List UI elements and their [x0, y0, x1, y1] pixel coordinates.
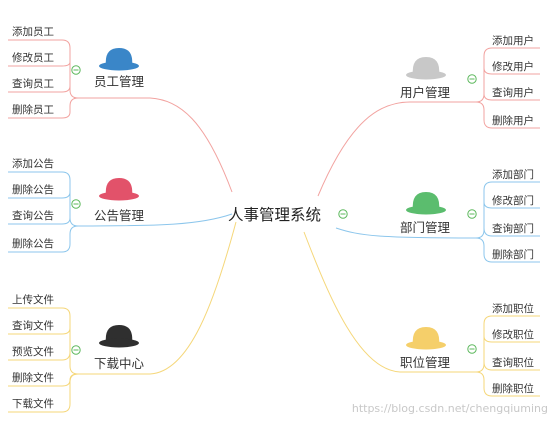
user-connectors — [317, 47, 540, 197]
leaf-item[interactable]: 修改职位 — [492, 328, 534, 341]
user-hat-icon — [406, 57, 446, 80]
leaf-item[interactable]: 删除用户 — [492, 114, 534, 127]
leaf-item[interactable]: 查询员工 — [12, 77, 54, 90]
root-node[interactable]: 人事管理系统 — [228, 206, 321, 224]
leaf-item[interactable]: 查询职位 — [492, 356, 534, 369]
download-hat-icon — [99, 325, 139, 348]
employee-items: 添加员工 修改员工 查询员工 删除员工 — [12, 25, 54, 116]
branch-user[interactable]: 用户管理 — [400, 85, 451, 100]
position-connectors — [303, 231, 540, 397]
leaf-item[interactable]: 删除员工 — [12, 103, 54, 116]
leaf-item[interactable]: 添加用户 — [492, 34, 534, 47]
leaf-item[interactable]: 删除部门 — [492, 248, 534, 261]
connector-lines — [8, 39, 540, 413]
watermark: https://blog.csdn.net/chengqiuming — [352, 402, 548, 415]
download-connectors — [8, 221, 237, 413]
user-items: 添加用户 修改用户 查询用户 删除用户 — [492, 34, 534, 127]
leaf-item[interactable]: 删除公告 — [12, 183, 54, 196]
branch-dept[interactable]: 部门管理 — [400, 220, 451, 235]
branch-employee[interactable]: 员工管理 — [94, 74, 145, 89]
leaf-item[interactable]: 添加部门 — [492, 168, 534, 181]
dept-hat-icon — [406, 192, 446, 215]
branch-download[interactable]: 下载中心 — [94, 356, 145, 371]
leaf-item[interactable]: 修改员工 — [12, 51, 54, 64]
dept-collapse-icon[interactable] — [467, 209, 477, 219]
position-items: 添加职位 修改职位 查询职位 删除职位 — [492, 302, 534, 395]
leaf-item[interactable]: 修改用户 — [492, 60, 534, 73]
notice-hat-icon — [99, 178, 139, 201]
leaf-item[interactable]: 删除文件 — [12, 371, 54, 384]
leaf-item[interactable]: 查询部门 — [492, 222, 534, 235]
dept-connectors — [335, 181, 540, 263]
dept-items: 添加部门 修改部门 查询部门 删除部门 — [492, 168, 534, 261]
notice-connectors — [8, 171, 233, 253]
notice-collapse-icon[interactable] — [71, 199, 81, 209]
leaf-item[interactable]: 上传文件 — [12, 293, 54, 306]
user-collapse-icon[interactable] — [467, 74, 477, 84]
branch-notice[interactable]: 公告管理 — [94, 208, 145, 223]
download-items: 上传文件 查询文件 预览文件 删除文件 下载文件 — [12, 293, 54, 410]
employee-hat-icon — [99, 48, 139, 71]
notice-items: 添加公告 删除公告 查询公告 删除公告 — [12, 157, 54, 250]
employee-connectors — [8, 39, 233, 193]
position-hat-icon — [406, 327, 446, 350]
leaf-item[interactable]: 添加员工 — [12, 25, 54, 38]
leaf-item[interactable]: 预览文件 — [12, 345, 54, 358]
employee-collapse-icon[interactable] — [71, 65, 81, 75]
leaf-item[interactable]: 添加公告 — [12, 157, 54, 170]
leaf-item[interactable]: 修改部门 — [492, 194, 534, 207]
download-collapse-icon[interactable] — [71, 345, 81, 355]
collapse-toggles — [71, 65, 477, 355]
leaf-item[interactable]: 删除职位 — [492, 382, 534, 395]
branch-position[interactable]: 职位管理 — [400, 355, 451, 370]
leaf-item[interactable]: 查询用户 — [492, 86, 534, 99]
leaf-item[interactable]: 查询文件 — [12, 319, 54, 332]
leaf-item[interactable]: 删除公告 — [12, 237, 54, 250]
leaf-item[interactable]: 添加职位 — [492, 302, 534, 315]
root-collapse-icon[interactable] — [338, 209, 348, 219]
leaf-item[interactable]: 下载文件 — [12, 397, 54, 410]
position-collapse-icon[interactable] — [467, 344, 477, 354]
leaf-item[interactable]: 查询公告 — [12, 209, 54, 222]
